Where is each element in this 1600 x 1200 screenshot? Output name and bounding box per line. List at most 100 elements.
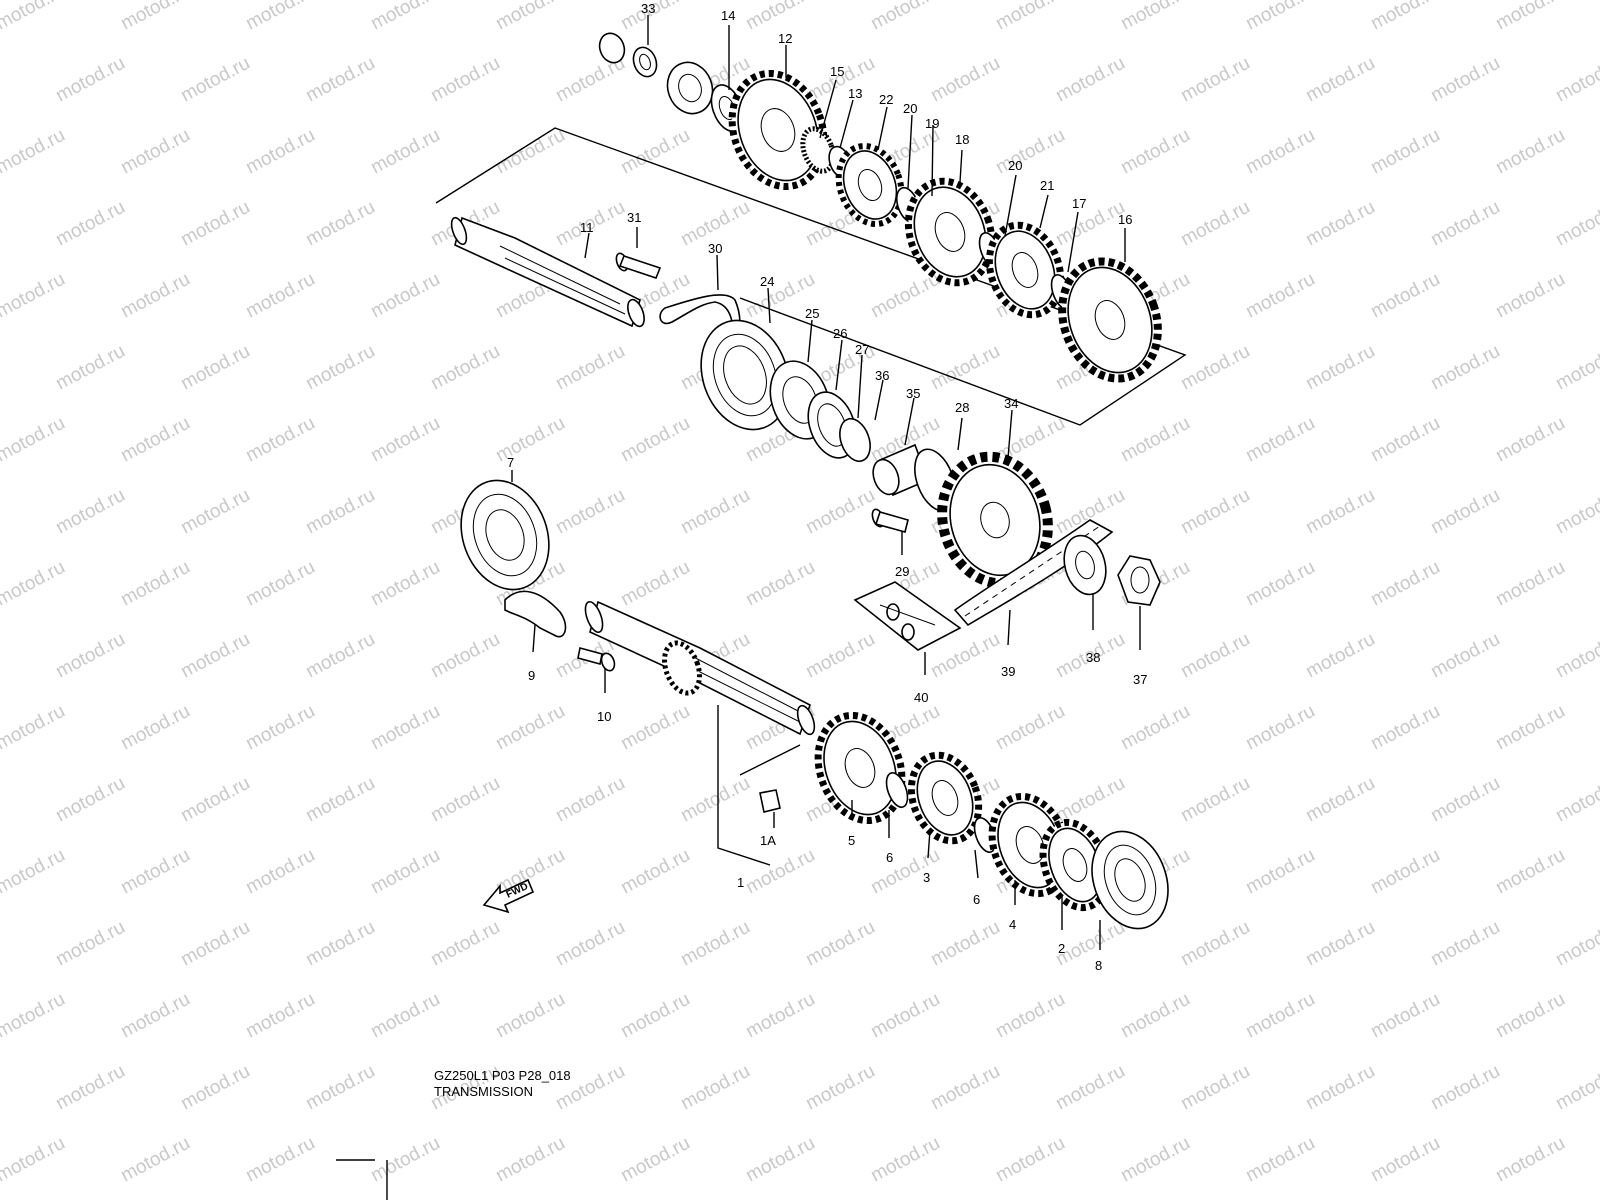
- watermark-text: motod.ru: [1492, 701, 1568, 755]
- watermark-text: motod.ru: [1242, 701, 1318, 755]
- watermark-text: motod.ru: [302, 1061, 378, 1115]
- watermark-text: motod.ru: [427, 341, 503, 395]
- watermark-text: motod.ru: [1242, 845, 1318, 899]
- watermark-text: motod.ru: [1552, 773, 1600, 827]
- watermark-text: motod.ru: [242, 1133, 318, 1187]
- watermark-text: motod.ru: [617, 1133, 693, 1187]
- watermark-text: motod.ru: [617, 989, 693, 1043]
- watermark-text: motod.ru: [1552, 341, 1600, 395]
- watermark-text: motod.ru: [242, 413, 318, 467]
- watermark-text: motod.ru: [177, 53, 253, 107]
- watermark-text: motod.ru: [302, 485, 378, 539]
- callout-40: 40: [914, 690, 928, 705]
- watermark-text: motod.ru: [617, 557, 693, 611]
- watermark-text: motod.ru: [367, 845, 443, 899]
- callout-18: 18: [955, 132, 969, 147]
- watermark-text: motod.ru: [1427, 485, 1503, 539]
- watermark-text: motod.ru: [0, 269, 69, 323]
- bearing-7-part: [460, 479, 550, 591]
- screw-31-part: [615, 252, 662, 279]
- callout-24: 24: [760, 274, 774, 289]
- retainer-30-part: [659, 294, 741, 336]
- watermark-text: motod.ru: [1177, 197, 1253, 251]
- leader-lines: [511, 15, 1141, 950]
- watermark-text: motod.ru: [1302, 629, 1378, 683]
- circlip-6a-part: [885, 772, 909, 808]
- watermark-text: motod.ru: [617, 413, 693, 467]
- watermark-text: motod.ru: [242, 125, 318, 179]
- watermark-text: motod.ru: [242, 557, 318, 611]
- watermark-text: motod.ru: [52, 53, 128, 107]
- callout-16: 16: [1118, 212, 1132, 227]
- watermark-text: motod.ru: [1177, 1061, 1253, 1115]
- watermark-text: motod.ru: [1427, 1061, 1503, 1115]
- watermark-text: motod.ru: [1242, 269, 1318, 323]
- watermark-text: motod.ru: [0, 1061, 4, 1115]
- watermark-text: motod.ru: [117, 125, 193, 179]
- callout-34: 34: [1004, 396, 1018, 411]
- watermark-text: motod.ru: [1302, 197, 1378, 251]
- watermark-text: motod.ru: [0, 917, 4, 971]
- gear-3-part: [907, 751, 983, 845]
- watermark-text: motod.ru: [1117, 1133, 1193, 1187]
- watermark-text: motod.ru: [427, 53, 503, 107]
- watermark-text: motod.ru: [1492, 557, 1568, 611]
- retainer-9-part: [504, 590, 567, 638]
- oring-27-part: [839, 417, 871, 463]
- circlip-part: [598, 32, 626, 64]
- watermark-text: motod.ru: [552, 485, 628, 539]
- watermark-text: motod.ru: [1117, 701, 1193, 755]
- watermark-text: motod.ru: [802, 485, 878, 539]
- callout-15: 15: [830, 64, 844, 79]
- watermark-text: motod.ru: [117, 845, 193, 899]
- watermark-text: motod.ru: [1242, 1133, 1318, 1187]
- callout-11: 11: [580, 220, 594, 235]
- watermark-text: motod.ru: [1492, 125, 1568, 179]
- bushing-15-part: [800, 126, 836, 174]
- watermark-text: motod.ru: [1367, 413, 1443, 467]
- watermark-text: motod.ru: [1552, 53, 1600, 107]
- watermark-text: motod.ru: [1367, 1133, 1443, 1187]
- watermark-text: motod.ru: [302, 629, 378, 683]
- gear-21-part: [985, 221, 1065, 319]
- watermark-text: motod.ru: [867, 845, 943, 899]
- callout-7: 7: [507, 455, 514, 470]
- watermark-text: motod.ru: [52, 773, 128, 827]
- watermark-text: motod.ru: [867, 0, 943, 34]
- watermark-text: motod.ru: [302, 917, 378, 971]
- callout-17: 17: [1072, 196, 1086, 211]
- gear-5-part: [814, 711, 906, 825]
- gear-18-part: [904, 177, 996, 287]
- watermark-text: motod.ru: [0, 197, 4, 251]
- watermark-text: motod.ru: [677, 485, 753, 539]
- watermark-text: motod.ru: [1177, 629, 1253, 683]
- callout-20b: 20: [1008, 158, 1022, 173]
- watermark-text: motod.ru: [1177, 341, 1253, 395]
- watermark-text: motod.ru: [1117, 0, 1193, 34]
- watermark-text: motod.ru: [677, 917, 753, 971]
- gear-12-part: [728, 69, 828, 191]
- callout-28: 28: [955, 400, 969, 415]
- watermark-text: motod.ru: [0, 845, 69, 899]
- watermark-text: motod.ru: [1367, 701, 1443, 755]
- diagram-title: TRANSMISSION: [434, 1084, 533, 1099]
- watermark-text: motod.ru: [1302, 341, 1378, 395]
- watermark-text: motod.ru: [117, 0, 193, 34]
- callout-8: 8: [1095, 958, 1102, 973]
- watermark-text: motod.ru: [1242, 0, 1318, 34]
- driveshaft-1-part: [584, 600, 816, 736]
- watermark-text: motod.ru: [1302, 917, 1378, 971]
- watermark-text: motod.ru: [302, 197, 378, 251]
- watermark-text: motod.ru: [1427, 197, 1503, 251]
- watermark-text: motod.ru: [992, 701, 1068, 755]
- callout-33: 33: [641, 1, 655, 16]
- gear-2-part: [1039, 818, 1111, 912]
- watermark-text: motod.ru: [52, 341, 128, 395]
- watermark-text: motod.ru: [302, 773, 378, 827]
- watermark-text: motod.ru: [617, 701, 693, 755]
- watermark-text: motod.ru: [1552, 629, 1600, 683]
- watermark-text: motod.ru: [1367, 269, 1443, 323]
- callout-39: 39: [1001, 664, 1015, 679]
- watermark-text: motod.ru: [492, 0, 568, 34]
- callout-13: 13: [848, 86, 862, 101]
